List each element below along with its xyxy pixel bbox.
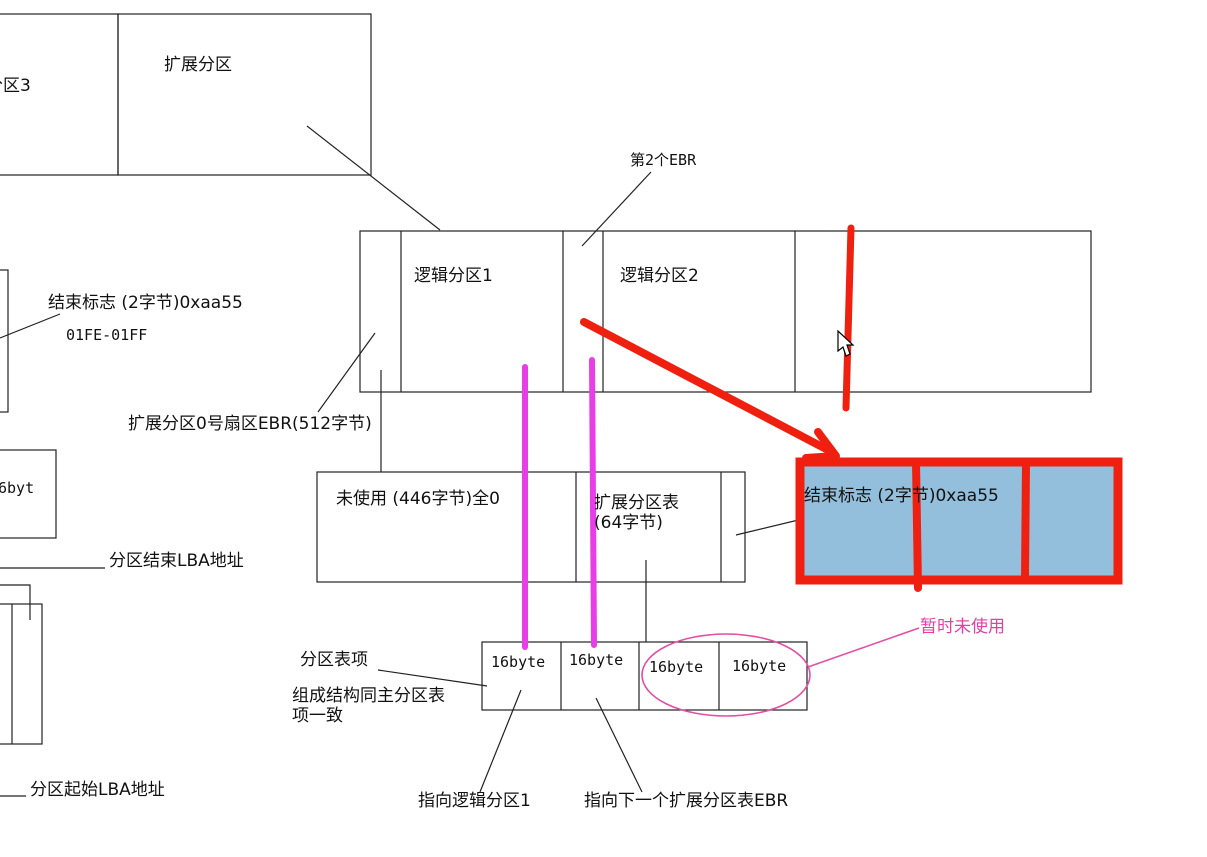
points-logical-1-label: 指向逻辑分区1 (418, 791, 531, 811)
ebr-sector-label: 扩展分区0号扇区EBR(512字节) (128, 414, 372, 434)
end-flag-label: 结束标志 (2字节)0xaa55 (48, 293, 243, 313)
leader-entry-title (377, 669, 488, 687)
entry-1-label[interactable]: 16byte (491, 653, 546, 671)
left-fragment-box-1 (0, 269, 9, 413)
leader-end-flag (0, 313, 61, 339)
entry-4-label[interactable]: 16byte (732, 657, 787, 675)
extended-layout-bar (359, 230, 1092, 393)
logical-partition-1-label: 逻辑分区1 (414, 266, 493, 286)
leader-points-logical1 (479, 689, 522, 793)
end-flag-highlight-border (795, 457, 1123, 585)
end-flag-red-divider-1 (912, 458, 922, 592)
entry-3-label[interactable]: 16byte (649, 658, 704, 676)
second-ebr-label: 第2个EBR (630, 151, 697, 169)
entry-desc-label: 组成结构同主分区表项一致 (292, 686, 445, 726)
red-vertical-mark (842, 224, 855, 412)
points-next-ebr-label: 指向下一个扩展分区表EBR (584, 791, 789, 811)
unused-entries-ellipse (641, 633, 811, 717)
ext-partition-table-label: 扩展分区表(64字节) (594, 493, 679, 533)
entries-row (481, 641, 808, 711)
leader-extended-to-logical (306, 125, 441, 231)
partition-end-lba-label: 分区结束LBA地址 (109, 551, 244, 571)
byte-fragment-label: 6byt (0, 479, 35, 497)
end-flag-red-divider-2 (1021, 458, 1030, 584)
extended-partition-label: 扩展分区 (164, 55, 232, 75)
leader-second-ebr (581, 171, 652, 247)
end-flag-range-label: 01FE-01FF (66, 326, 148, 344)
red-arrow-head (802, 428, 840, 462)
leader-temporarily-unused (807, 627, 920, 668)
ebr-record-box (316, 471, 746, 583)
unused-446-label: 未使用 (446字节)全0 (336, 489, 500, 509)
end-flag-highlight-fill (800, 462, 1118, 580)
entry-2-label[interactable]: 16byte (569, 651, 624, 669)
logical-partition-2-label: 逻辑分区2 (620, 266, 699, 286)
leader-points-next-ebr (595, 697, 643, 793)
left-fragment-box-3 (0, 603, 43, 745)
entry-title-label: 分区表项 (300, 650, 368, 670)
leader-ebr-sector (317, 332, 376, 413)
left-fragment-box-2 (0, 449, 57, 539)
extended-partition-box (117, 13, 372, 176)
temporarily-unused-label: 暂时未使用 (920, 617, 1005, 637)
red-arrow-shaft (580, 318, 832, 454)
partition3-label: 分区3 (0, 76, 31, 96)
mouse-cursor-icon (837, 329, 855, 357)
left-fragment-bracket (0, 584, 31, 620)
end-flag-box-label: 结束标志 (2字节)0xaa55 (804, 486, 999, 506)
partition-start-lba-label: 分区起始LBA地址 (30, 780, 165, 800)
magenta-line-next-ebr (589, 357, 597, 648)
